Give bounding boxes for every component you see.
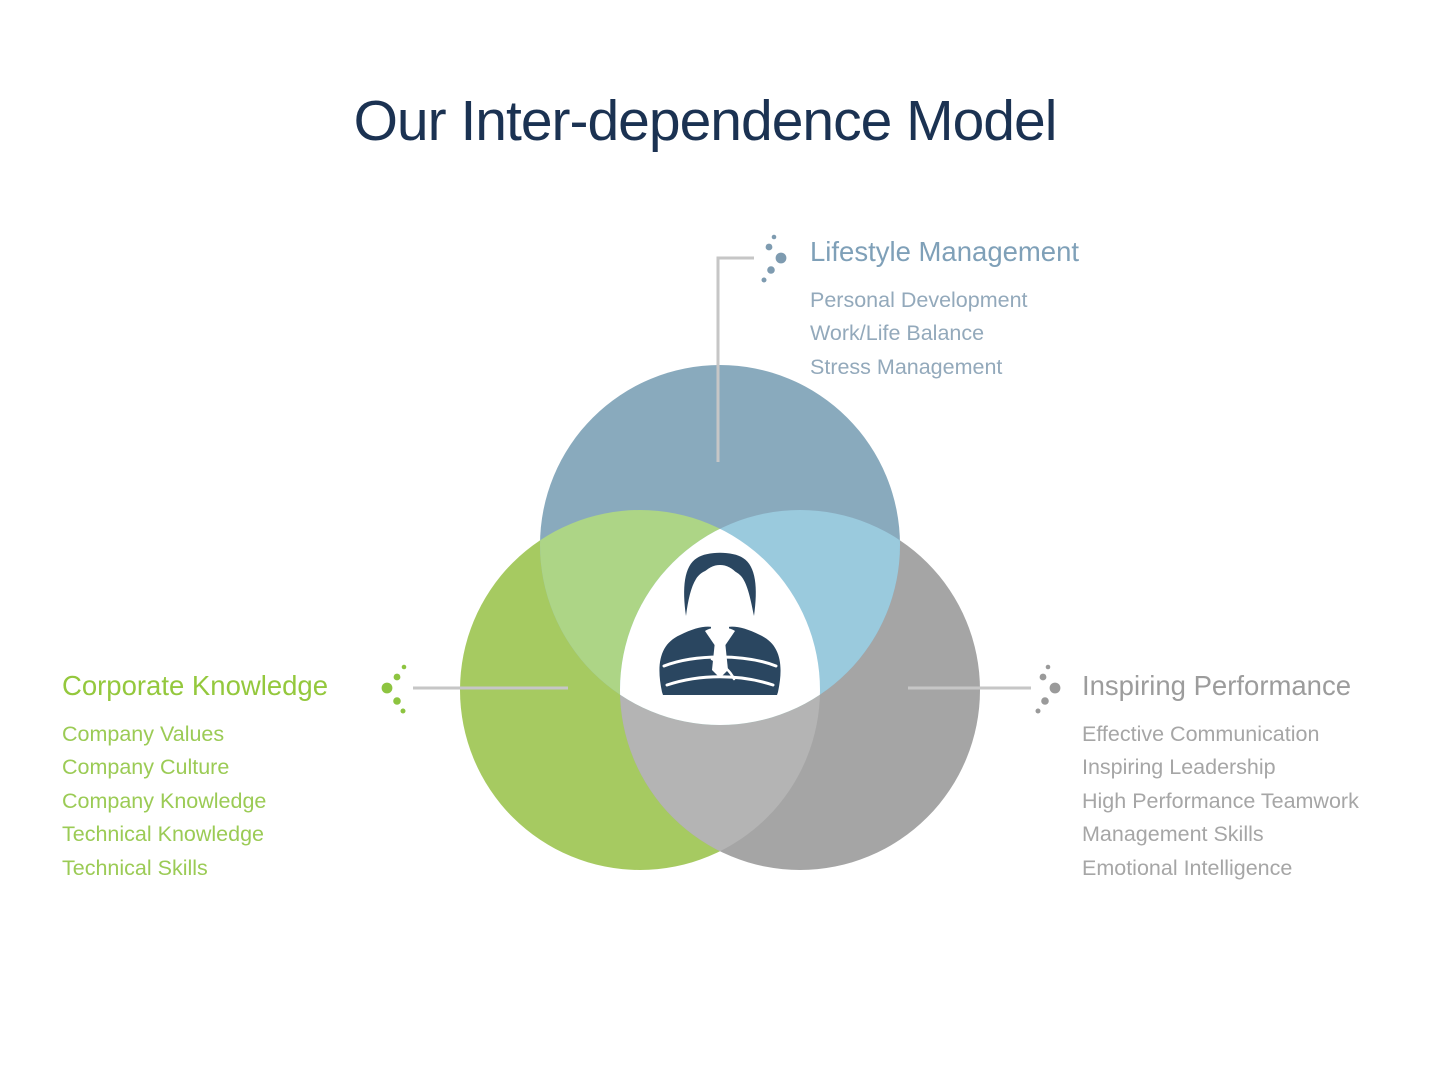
list-item: Inspiring Leadership — [1082, 755, 1276, 780]
list-item: Technical Knowledge — [62, 822, 264, 847]
corporate-dot-cluster-icon — [381, 664, 407, 714]
connector-lines — [413, 256, 1031, 690]
corporate-heading: Corporate Knowledge — [62, 670, 329, 701]
lifestyle-heading: Lifestyle Management — [810, 236, 1080, 267]
list-item: Effective Communication — [1082, 722, 1320, 746]
center-overlap-region — [620, 510, 820, 725]
performance-item-list: Effective Communication Inspiring Leader… — [1082, 718, 1359, 885]
list-item: Emotional Intelligence — [1082, 855, 1293, 880]
list-item: Company Values — [62, 722, 225, 746]
list-item: Personal Development — [810, 288, 1028, 312]
list-item: Stress Management — [810, 354, 1003, 379]
list-item: Work/Life Balance — [810, 321, 985, 346]
performance-dot-cluster-icon — [1035, 664, 1061, 714]
performance-heading: Inspiring Performance — [1082, 670, 1352, 701]
list-item: Technical Skills — [62, 855, 208, 880]
page-title: Our Inter-dependence Model — [353, 89, 1058, 153]
center-overlap-group — [620, 510, 820, 725]
list-item: Management Skills — [1082, 822, 1264, 847]
lifestyle-connector-line — [716, 256, 754, 462]
performance-label-group: Inspiring Performance Effective Communic… — [1082, 671, 1359, 885]
corporate-item-list: Company Values Company Culture Company K… — [62, 718, 328, 885]
lifestyle-item-list: Personal Development Work/Life Balance S… — [810, 284, 1079, 384]
list-item: High Performance Teamwork — [1082, 788, 1359, 813]
businessman-icon — [659, 552, 781, 695]
corporate-label-group: Corporate Knowledge Company Values Compa… — [62, 671, 328, 885]
lifestyle-dot-cluster-icon — [761, 234, 787, 283]
list-item: Company Knowledge — [62, 788, 267, 813]
list-item: Company Culture — [62, 755, 230, 780]
lifestyle-label-group: Lifestyle Management Personal Developmen… — [810, 237, 1079, 384]
